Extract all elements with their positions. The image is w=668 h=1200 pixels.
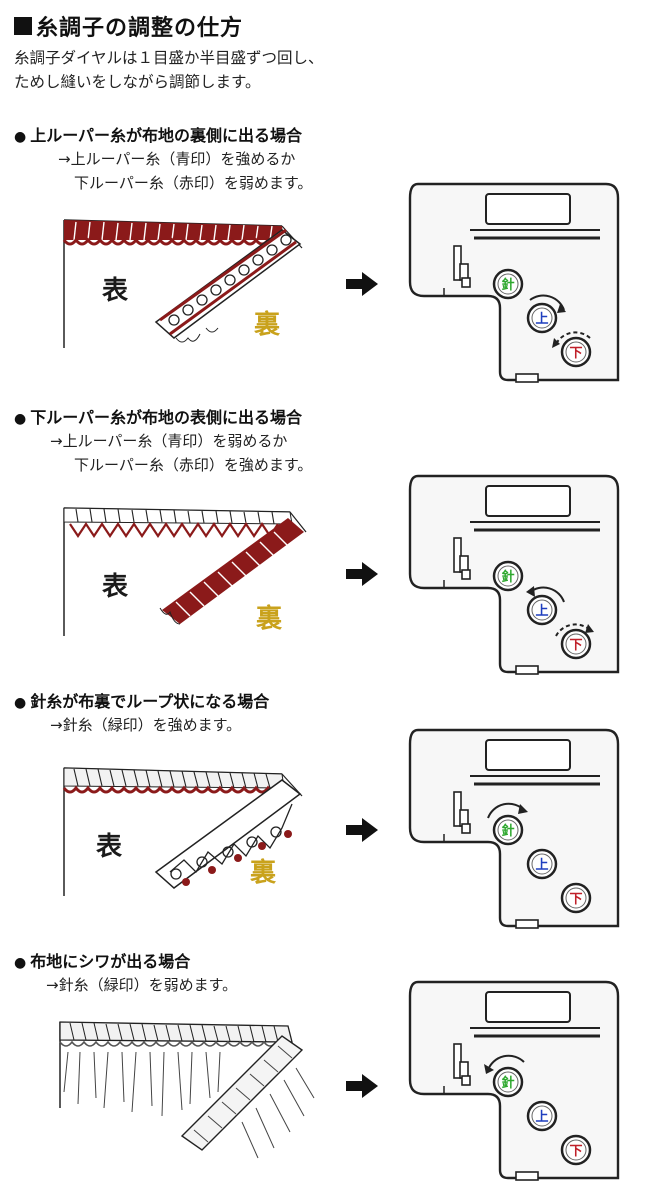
section-heading: ●布地にシワが出る場合: [14, 948, 190, 972]
right-arrow-icon: [346, 272, 378, 296]
section-heading-text: 下ルーパー糸が布地の表側に出る場合: [30, 408, 303, 427]
stitch-illustration: [63, 507, 307, 636]
needle-dial: 針: [492, 1066, 524, 1098]
needle-dial-label: 針: [501, 823, 514, 839]
upper-dial: 上: [526, 594, 558, 626]
lower-dial-label: 下: [569, 1144, 582, 1159]
needle-dial-label: 針: [501, 277, 514, 293]
instruction-line-1: →針糸（緑印）を強めます。: [50, 716, 242, 734]
section-heading-text: 針糸が布裏でループ状になる場合: [30, 692, 270, 711]
upper-dial: 上: [526, 302, 558, 334]
section-fabric-wrinkles: ●布地にシワが出る場合 →針糸（緑印）を弱めます。: [0, 948, 668, 1200]
instruction-line-2: 下ルーパー糸（赤印）を強めます。: [74, 456, 313, 474]
upper-dial: 上: [526, 1100, 558, 1132]
instruction-line-1: →上ルーパー糸（青印）を強めるか: [58, 150, 296, 168]
section-upper-looper-back: ●上ルーパー糸が布地の裏側に出る場合 →上ルーパー糸（青印）を強めるか 下ルーパ…: [0, 122, 668, 392]
upper-dial-label: 上: [535, 858, 548, 873]
bullet-icon: ●: [14, 695, 27, 711]
instruction-line-2: 下ルーパー糸（赤印）を弱めます。: [74, 174, 313, 192]
lower-dial: 下: [560, 628, 592, 660]
section-heading: ●針糸が布裏でループ状になる場合: [14, 688, 269, 712]
bullet-icon: ●: [14, 411, 27, 427]
section-heading: ●下ルーパー糸が布地の表側に出る場合: [14, 404, 302, 428]
needle-dial-label: 針: [501, 569, 514, 585]
back-label: 裏: [256, 604, 283, 634]
right-arrow-icon: [346, 562, 378, 586]
lower-dial: 下: [560, 1134, 592, 1166]
upper-dial-label: 上: [535, 1110, 548, 1125]
stitch-illustration: [62, 767, 303, 896]
needle-dial-label: 針: [501, 1075, 514, 1091]
right-arrow-icon: [346, 1074, 378, 1098]
title-square-icon: [14, 17, 32, 35]
lower-dial-label: 下: [569, 346, 582, 361]
upper-dial: 上: [526, 848, 558, 880]
lower-dial-label: 下: [569, 638, 582, 653]
back-label: 裏: [254, 310, 281, 340]
page-title-text: 糸調子の調整の仕方: [36, 16, 244, 41]
instruction-line-1: →針糸（緑印）を弱めます。: [46, 976, 238, 994]
upper-dial-label: 上: [535, 604, 548, 619]
front-label: 表: [102, 572, 129, 602]
upper-dial-label: 上: [535, 312, 548, 327]
intro-text: 糸調子ダイヤルは１目盛か半目盛ずつ回し、 ためし縫いをしながら調節します。: [14, 46, 324, 94]
intro-line-2: ためし縫いをしながら調節します。: [14, 73, 261, 91]
lower-dial-label: 下: [569, 892, 582, 907]
front-label: 表: [102, 276, 129, 306]
section-heading: ●上ルーパー糸が布地の裏側に出る場合: [14, 122, 302, 146]
machine-diagram: 針 上 下: [408, 474, 620, 682]
page-title: 糸調子の調整の仕方: [14, 10, 243, 42]
bullet-icon: ●: [14, 955, 27, 971]
needle-dial: 針: [492, 814, 524, 846]
section-lower-looper-front: ●下ルーパー糸が布地の表側に出る場合 →上ルーパー糸（青印）を弱めるか 下ルーパ…: [0, 404, 668, 694]
intro-line-1: 糸調子ダイヤルは１目盛か半目盛ずつ回し、: [14, 49, 324, 67]
needle-dial: 針: [492, 560, 524, 592]
section-heading-text: 上ルーパー糸が布地の裏側に出る場合: [30, 126, 303, 145]
section-heading-text: 布地にシワが出る場合: [30, 952, 191, 971]
machine-diagram: 針 上 下: [408, 182, 620, 390]
lower-dial: 下: [560, 882, 592, 914]
section-needle-loops: ●針糸が布裏でループ状になる場合 →針糸（緑印）を強めます。: [0, 688, 668, 950]
lower-dial: 下: [560, 336, 592, 368]
machine-diagram: 針 上 下: [408, 980, 620, 1188]
front-label: 表: [96, 832, 123, 862]
back-label: 裏: [250, 858, 277, 888]
stitch-illustration: [62, 219, 303, 348]
stitch-illustration: [59, 1021, 315, 1159]
bullet-icon: ●: [14, 129, 27, 145]
right-arrow-icon: [346, 818, 378, 842]
instruction-line-1: →上ルーパー糸（青印）を弱めるか: [50, 432, 288, 450]
needle-dial: 針: [492, 268, 524, 300]
machine-diagram: 針 上 下: [408, 728, 620, 936]
